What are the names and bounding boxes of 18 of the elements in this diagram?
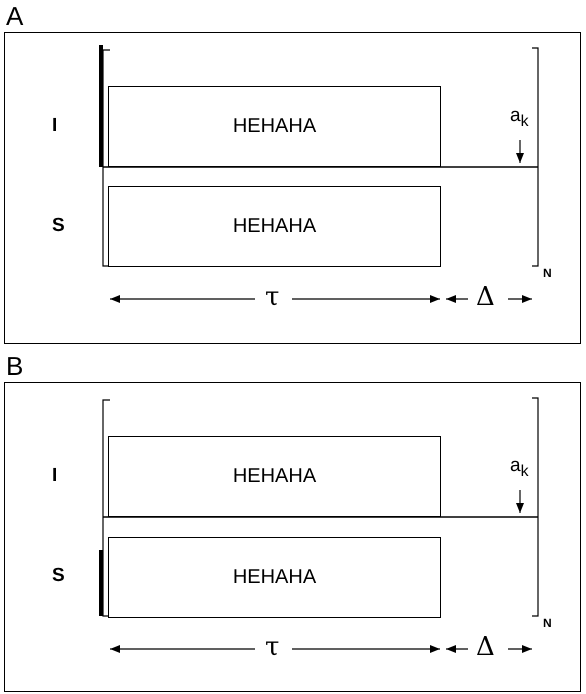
channel-label: I xyxy=(52,466,58,485)
channel-label: I xyxy=(52,116,58,135)
channel-label: S xyxy=(52,566,65,585)
pulse-box: HEHAHA xyxy=(108,436,441,517)
axis-label: N xyxy=(543,267,552,279)
channel-label: S xyxy=(52,216,65,235)
point-label: a$_{k}$ xyxy=(510,106,528,130)
pulse-box: HEHAHA xyxy=(108,537,441,618)
interval-label: τ xyxy=(265,284,280,310)
interval-label: τ xyxy=(265,634,280,660)
panel-label: B xyxy=(6,352,24,380)
interval-label: Δ xyxy=(476,284,495,310)
interval-label: Δ xyxy=(476,634,495,660)
axis-label: N xyxy=(543,617,552,629)
point-label: a$_{k}$ xyxy=(510,456,528,480)
pulse-box: HEHAHA xyxy=(108,86,441,167)
panel-label: A xyxy=(6,2,24,30)
pulse-box: HEHAHA xyxy=(108,186,441,267)
